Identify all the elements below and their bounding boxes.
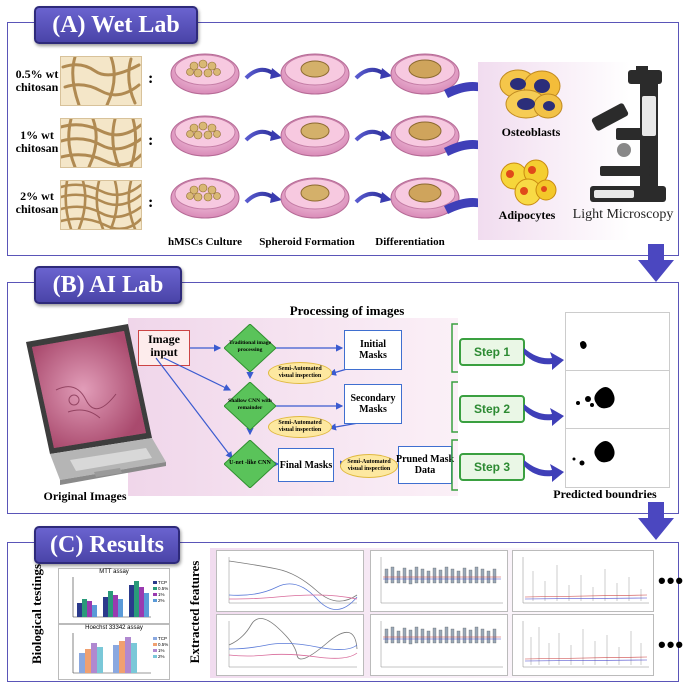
traditional-processing-diamond — [224, 324, 276, 372]
colon: : — [148, 132, 154, 149]
mtt-title: MTT assay — [99, 569, 129, 575]
predicted-boundaries-label: Predicted boundries — [553, 487, 657, 501]
inspection-oval: Semi-Automated visual inspection — [268, 362, 332, 384]
predicted-mask-1 — [565, 312, 670, 372]
mtt-chart: MTT assay TCP 0.5% 1% 2% — [58, 568, 170, 624]
laptop-icon — [26, 324, 166, 485]
secondary-masks-box: Secondary Masks — [344, 384, 402, 424]
legend-05: 0.5% — [158, 642, 168, 647]
final-masks-box: Final Masks — [278, 448, 334, 482]
step-1-badge: Step 1 — [459, 338, 525, 366]
predicted-mask-3 — [565, 428, 670, 488]
step-label-differentiation: Differentiation — [375, 236, 445, 248]
feature-plot-box-1 — [370, 550, 508, 612]
legend-05: 0.5% — [158, 586, 168, 591]
feature-plot-spikes-2 — [512, 614, 654, 676]
legend-tcp: TCP — [158, 580, 167, 585]
legend-2: 2% — [158, 598, 165, 603]
arrow-b-to-c — [638, 502, 674, 540]
step-label-culture: hMSCs Culture — [167, 236, 243, 248]
legend-2: 2% — [158, 654, 165, 659]
colon: : — [148, 70, 154, 87]
step-3-badge: Step 3 — [459, 453, 525, 481]
inspection-oval: Semi-Automated visual inspection — [340, 454, 398, 478]
shallow-cnn-diamond — [224, 382, 276, 430]
section-b-header: (B) AI Lab — [34, 266, 182, 304]
arrow-a-to-b — [638, 244, 674, 282]
more-ellipsis: ••• — [658, 568, 685, 593]
microscope-icon — [590, 66, 666, 202]
unet-cnn-diamond — [224, 440, 276, 488]
legend-1: 1% — [158, 648, 165, 653]
light-microscopy-label: Light Microscopy — [572, 207, 674, 222]
inspection-oval: Semi-Automated visual inspection — [268, 416, 332, 438]
hoechst-chart: Hoechst 33342 assay TCP 0.5% 1% 2% — [58, 624, 170, 680]
legend-tcp: TCP — [158, 636, 167, 641]
extracted-features-label: Extracted features — [187, 560, 202, 664]
adipocyte-cells — [500, 159, 557, 206]
colon: : — [148, 194, 154, 211]
traditional-processing-label: Traditional image processing — [229, 340, 271, 353]
unet-cnn-label: U-net -like CNN — [229, 460, 271, 466]
image-input-box — [138, 330, 190, 366]
chitosan-mesh-low — [60, 56, 142, 106]
feature-plot-lines-2 — [216, 614, 364, 676]
chitosan-mesh-mid — [60, 118, 142, 168]
legend-1: 1% — [158, 592, 165, 597]
processing-title: Processing of images — [289, 303, 405, 318]
step-brackets — [451, 323, 458, 491]
concentration-label: 1% wt chitosan — [15, 128, 59, 155]
step-label-spheroid: Spheroid Formation — [259, 236, 355, 248]
feature-plot-box-2 — [370, 614, 508, 676]
osteoblasts-label: Osteoblasts — [501, 125, 561, 139]
adipocytes-label: Adipocytes — [498, 208, 556, 222]
shallow-cnn-label: Shallow CNN with remainder — [228, 398, 272, 411]
biological-testings-label: Biological testings — [29, 563, 44, 665]
feature-plot-spikes-1 — [512, 550, 654, 612]
concentration-label: 2% wt chitosan — [15, 189, 59, 216]
feature-plot-lines-1 — [216, 550, 364, 612]
predicted-mask-2 — [565, 370, 670, 430]
section-a-header: (A) Wet Lab — [34, 6, 198, 44]
pruned-mask-box: Pruned Mask Data — [396, 446, 454, 484]
arrows-to-predictions — [524, 348, 564, 482]
chitosan-mesh-high — [60, 180, 142, 230]
osteoblast-cells — [499, 69, 563, 119]
section-c-header: (C) Results — [34, 526, 180, 564]
more-ellipsis: ••• — [658, 632, 685, 657]
petri-dishes-grid — [169, 53, 460, 220]
concentration-label: 0.5% wt chitosan — [15, 67, 59, 94]
initial-masks-box: Initial Masks — [344, 330, 402, 370]
original-images-label: Original Images — [43, 489, 127, 503]
hoechst-title: Hoechst 33342 assay — [85, 625, 143, 631]
step-2-badge: Step 2 — [459, 395, 525, 423]
image-input-label: Image input — [148, 332, 180, 359]
